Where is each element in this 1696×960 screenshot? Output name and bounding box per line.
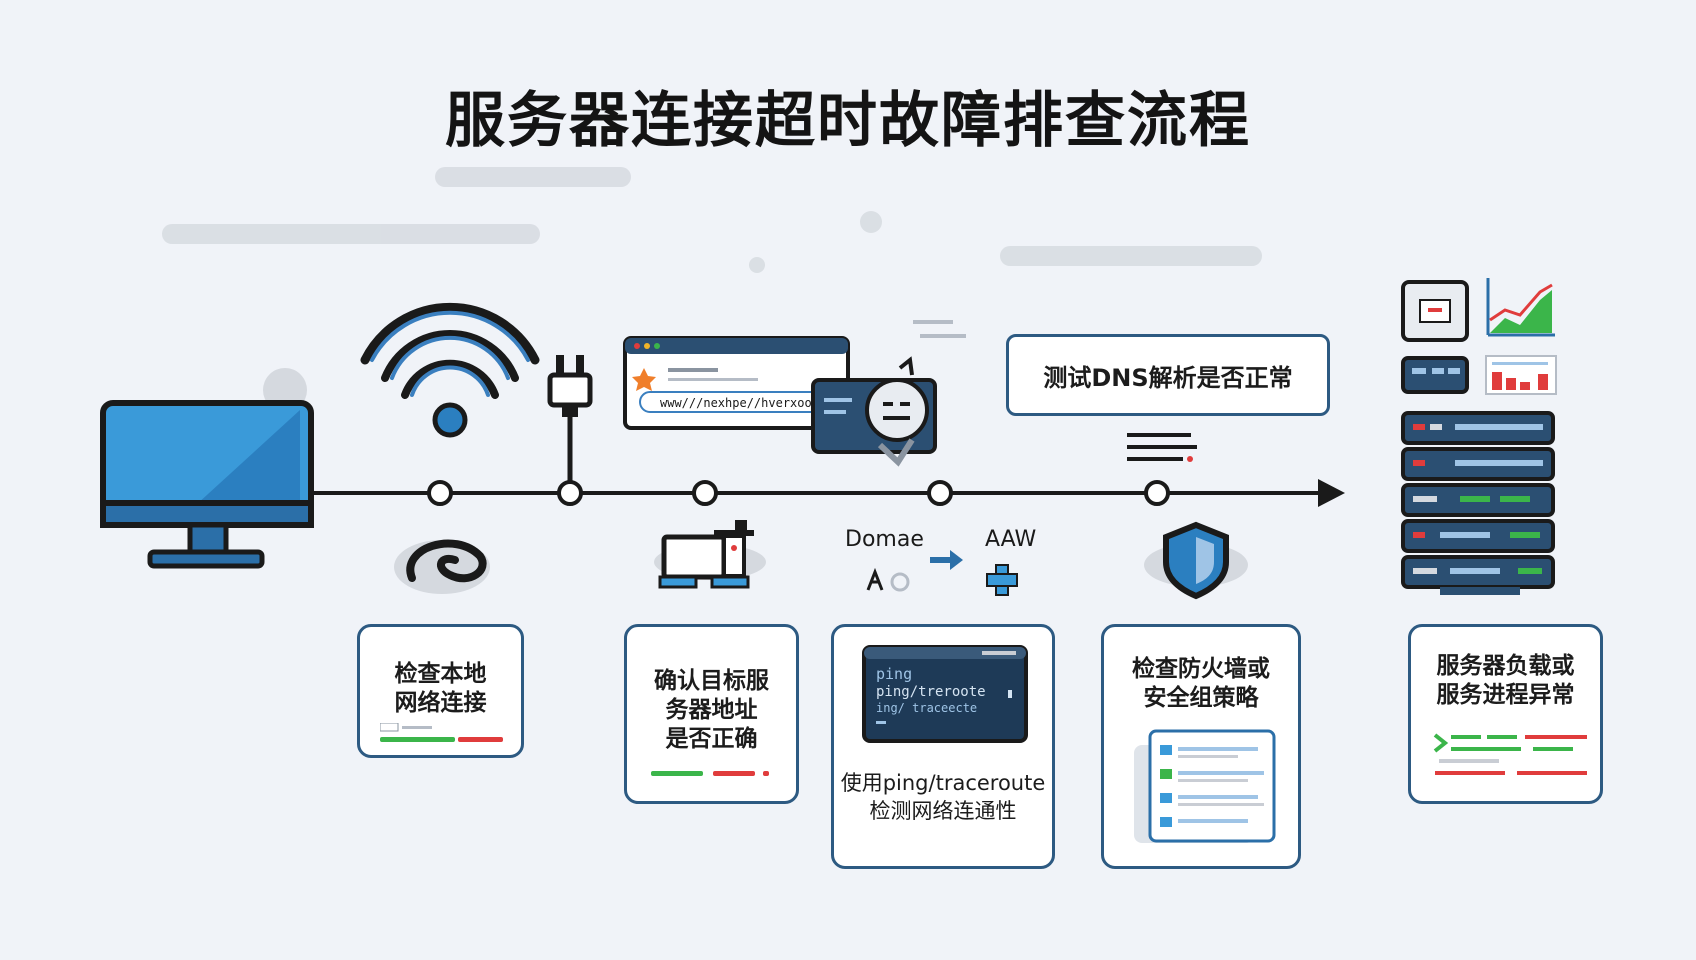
document-list-icon [1134,729,1276,843]
terminal-line-2: ping/treroote [876,684,986,700]
step-5-line-1: 服务器负载或 [1436,653,1575,679]
domain-note-left: Domae [845,527,924,552]
browser-url: www///nexhpe//hverxoor [660,396,819,410]
settings-card-icon [811,356,937,467]
page-title: 服务器连接超时故障排查流程 [445,86,1251,156]
step-1-line-1: 检查本地 [394,661,487,687]
terminal-line-1: ping [876,665,912,683]
step-2-line-2: 务器地址 [665,697,758,723]
step-card-firewall-security-group: 检查防火墙或 安全组策略 [1101,624,1301,869]
timeline-arrowhead [1318,479,1345,507]
step-2-line-3: 是否正确 [665,726,758,752]
dns-check-box: 测试DNS解析是否正常 [1006,334,1330,416]
step-3-line-2: 检测网络连通性 [869,799,1017,823]
step-5-line-2: 服务进程异常 [1436,682,1575,708]
timeline-node-3 [692,480,718,506]
browser-window-icon: www///nexhpe//hverxoor [623,336,850,430]
step-card-server-load-process: 服务器负载或 服务进程异常 [1408,624,1603,804]
shield-icon [1144,521,1248,600]
domain-note-right: AAW [985,527,1037,552]
step-card-ping-traceroute: ping ping/treroote ing/ traceecte 使用ping… [831,624,1055,869]
terminal-window: ping ping/treroote ing/ traceecte [862,645,1028,743]
timeline-node-4 [927,480,953,506]
step-1-line-2: 网络连接 [394,690,487,716]
step-card-check-local-network: 检查本地 网络连接 [357,624,524,758]
laptop-icon [654,520,766,589]
step-1-progress [380,723,503,742]
domain-note: Domae AAW [845,527,1037,596]
timeline-node-2 [557,480,583,506]
step-4-line-1: 检查防火墙或 [1132,656,1270,682]
cloud-link-icon [394,539,490,594]
server-widgets [1401,278,1557,395]
decorative-dashes [913,320,1197,462]
monitor-icon [100,368,314,569]
wifi-icon [360,302,540,438]
step-card-verify-server-address: 确认目标服 务器地址 是否正确 [624,624,799,804]
server-rack-icon [1401,411,1555,595]
step-5-status-lines [1433,733,1587,775]
plug-icon [547,355,593,482]
timeline-node-1 [427,480,453,506]
timeline-node-5 [1144,480,1170,506]
domain-arrow-icon [950,550,963,570]
timeline [310,479,1345,507]
step-2-line-1: 确认目标服 [654,668,769,694]
step-2-status-bar [651,771,769,776]
decorative-bars [162,167,1262,273]
terminal-line-3: ing/ traceecte [876,701,977,715]
step-3-line-1: 使用ping/traceroute [840,771,1046,795]
step-4-line-2: 安全组策略 [1143,685,1259,711]
